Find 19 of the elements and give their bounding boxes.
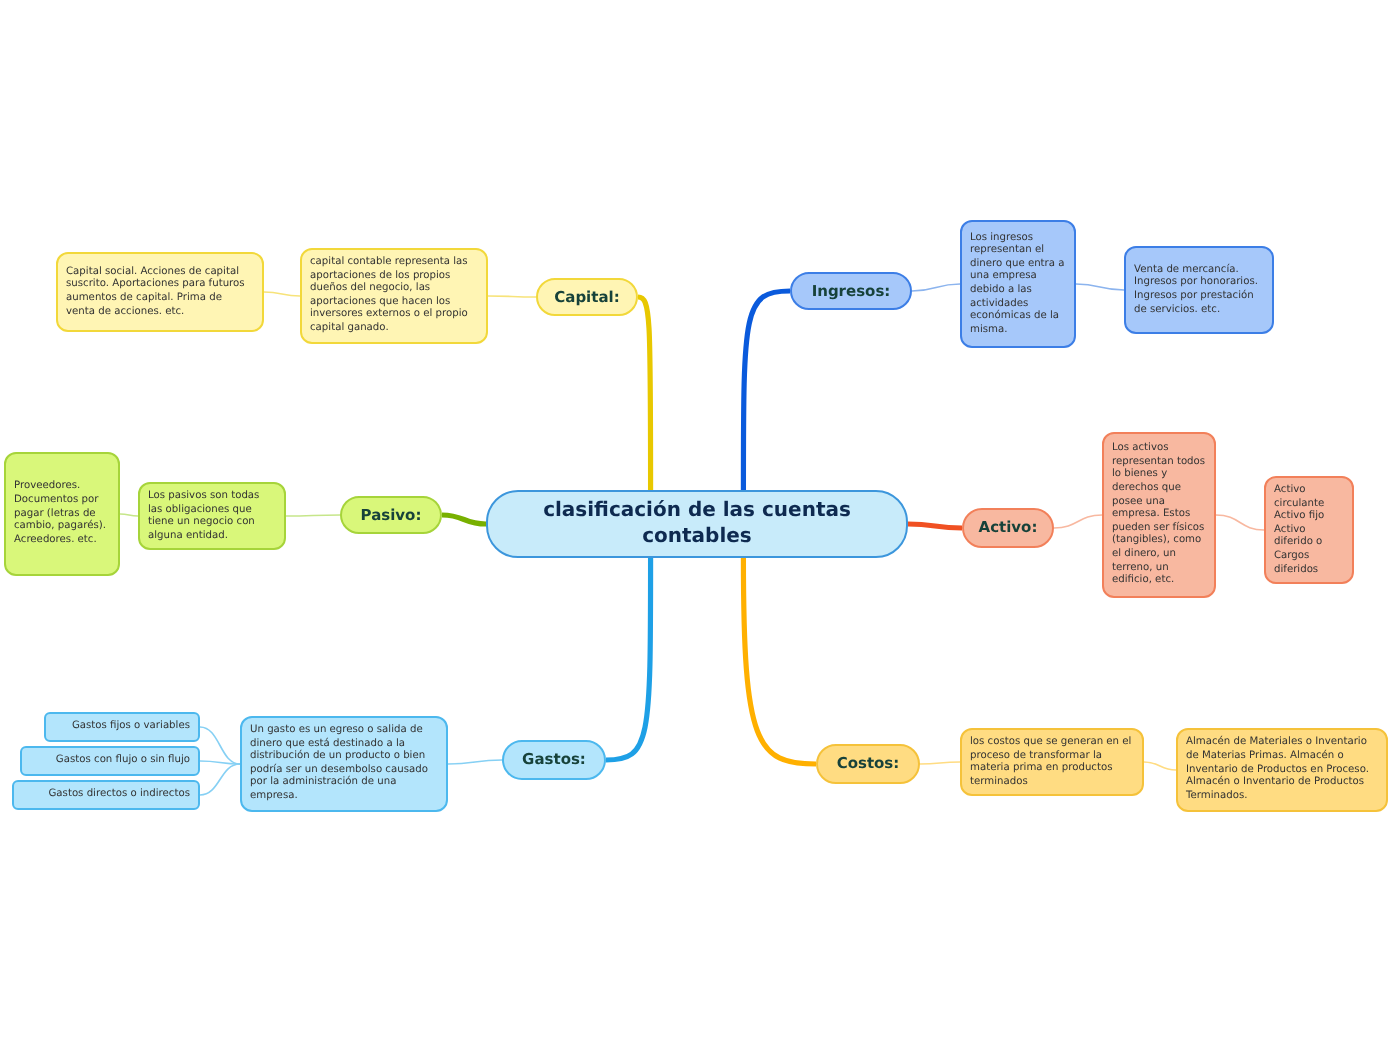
connector-line	[1215, 514, 1265, 531]
connector-line	[487, 295, 537, 298]
connector-line	[637, 294, 654, 490]
central-topic: clasificación de las cuentas contables	[486, 490, 908, 558]
connector-line	[1075, 283, 1125, 291]
connector-line	[199, 763, 241, 796]
connector-line	[447, 759, 503, 765]
connector-line	[263, 291, 301, 297]
connector-line	[199, 760, 241, 765]
connector-line	[441, 512, 487, 527]
connector-line	[907, 521, 963, 531]
connector-line	[199, 726, 241, 765]
connector-line	[919, 761, 961, 765]
connector-line	[119, 513, 139, 517]
connector-line	[740, 558, 817, 767]
connector-line	[285, 514, 341, 517]
connector-line	[1053, 514, 1103, 529]
connector-line	[1143, 761, 1177, 771]
connector-line	[911, 283, 961, 292]
